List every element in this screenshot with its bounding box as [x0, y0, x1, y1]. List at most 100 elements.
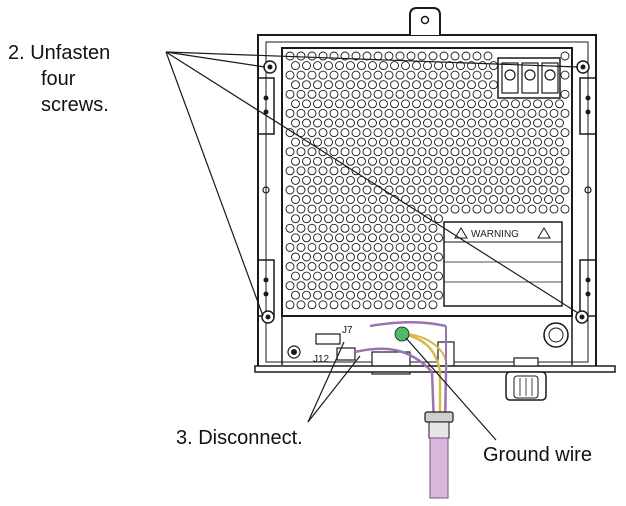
vent-hole — [417, 204, 427, 214]
vent-hole — [357, 99, 366, 109]
vent-hole — [384, 89, 394, 99]
vent-hole — [384, 147, 394, 157]
vent-hole — [412, 290, 421, 300]
vent-hole — [412, 175, 421, 185]
vent-hole — [285, 166, 295, 176]
vent-hole — [511, 195, 520, 204]
vent-hole — [533, 156, 542, 166]
vent-hole — [434, 137, 443, 147]
vent-hole — [500, 175, 509, 185]
vent-hole — [329, 166, 339, 176]
vent-hole — [357, 156, 366, 166]
vent-hole — [439, 89, 449, 99]
vent-hole — [467, 61, 476, 71]
vent-hole — [445, 61, 454, 71]
vent-hole — [434, 195, 443, 204]
vent-hole — [296, 223, 306, 233]
vent-hole — [401, 61, 410, 71]
vent-hole — [313, 195, 322, 204]
vent-hole — [560, 89, 570, 99]
vent-hole — [560, 166, 570, 176]
vent-hole — [340, 300, 350, 310]
vent-hole — [285, 281, 295, 291]
vent-hole — [527, 185, 537, 195]
vent-hole — [291, 80, 300, 90]
vent-hole — [313, 156, 322, 166]
vent-hole — [285, 300, 295, 310]
vent-hole — [511, 175, 520, 185]
vent-hole — [450, 70, 460, 80]
vent-hole — [445, 156, 454, 166]
vent-hole — [296, 70, 306, 80]
vent-hole — [379, 195, 388, 204]
vent-hole — [362, 281, 372, 291]
vent-hole — [423, 99, 432, 109]
vent-hole — [291, 252, 300, 262]
vent-hole — [291, 290, 300, 300]
vent-hole — [406, 262, 416, 271]
vent-hole — [329, 89, 339, 99]
vent-hole — [351, 70, 361, 80]
vent-hole — [318, 204, 328, 214]
vent-hole — [373, 108, 383, 118]
vent-hole — [368, 156, 377, 166]
vent-hole — [340, 185, 350, 195]
vent-hole — [368, 118, 377, 128]
vent-hole — [494, 128, 504, 138]
vent-hole — [423, 118, 432, 128]
vent-hole — [291, 137, 300, 147]
vent-hole — [390, 233, 399, 243]
vent-hole — [379, 233, 388, 243]
vent-hole — [357, 195, 366, 204]
vent-hole — [324, 156, 333, 166]
vent-hole — [379, 156, 388, 166]
vent-hole — [461, 185, 471, 195]
vent-hole — [379, 137, 388, 147]
vent-hole — [362, 89, 372, 99]
leader-lines-screws — [165, 51, 579, 317]
vent-hole — [313, 233, 322, 243]
vent-hole — [445, 175, 454, 185]
vent-hole — [313, 99, 322, 109]
vent-hole — [533, 137, 542, 147]
vent-hole — [379, 99, 388, 109]
vent-hole — [533, 118, 542, 128]
vent-hole — [296, 242, 306, 252]
vent-hole — [373, 242, 383, 252]
vent-hole — [384, 223, 394, 233]
vent-hole — [390, 214, 399, 224]
vent-hole — [401, 99, 410, 109]
vent-hole — [351, 108, 361, 118]
vent-hole — [302, 137, 311, 147]
vent-hole — [434, 80, 443, 90]
vent-hole — [450, 51, 460, 61]
vent-hole — [423, 156, 432, 166]
vent-hole — [291, 61, 300, 71]
vent-hole — [527, 204, 537, 214]
vent-hole — [324, 214, 333, 224]
vent-hole — [406, 89, 416, 99]
warning-text: WARNING — [471, 229, 519, 240]
vent-hole — [549, 128, 559, 138]
vent-hole — [324, 61, 333, 71]
vent-hole — [500, 195, 509, 204]
vent-hole — [351, 166, 361, 176]
vent-hole — [335, 252, 344, 262]
screw-icon — [576, 60, 590, 74]
vent-hole — [522, 99, 531, 109]
vent-hole — [296, 262, 306, 271]
vent-hole — [412, 233, 421, 243]
vent-hole — [373, 262, 383, 271]
vent-hole — [483, 147, 493, 157]
vent-hole — [467, 80, 476, 90]
vent-hole — [324, 233, 333, 243]
vent-hole — [456, 195, 465, 204]
vent-hole — [302, 118, 311, 128]
vent-hole — [395, 128, 405, 138]
vent-hole — [401, 214, 410, 224]
vent-hole — [318, 185, 328, 195]
vent-hole — [461, 128, 471, 138]
vent-hole — [456, 156, 465, 166]
vent-hole — [428, 262, 438, 271]
vent-hole — [335, 118, 344, 128]
